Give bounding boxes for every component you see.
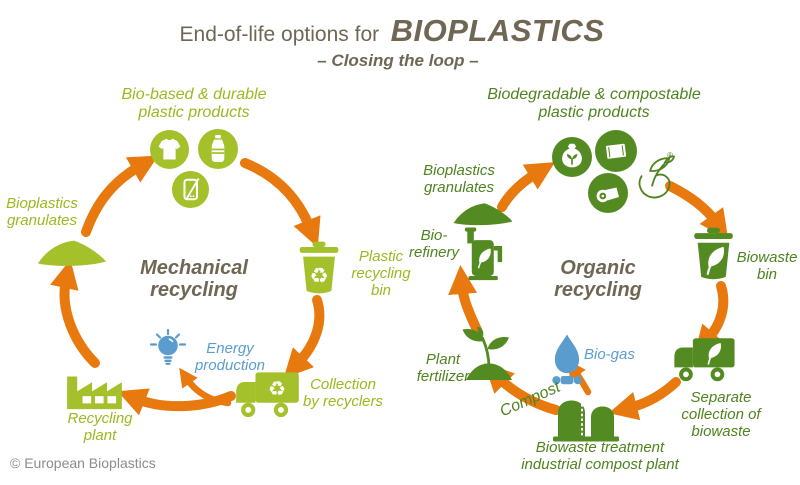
arrow-plant-to-biogas <box>567 359 592 396</box>
subtitle: – Closing the loop – <box>317 51 479 70</box>
compost-plant-label: Biowaste treatment industrial compost pl… <box>521 439 679 473</box>
leaf-glyph <box>706 246 725 275</box>
recycling-bin-icon: ♻ <box>299 241 339 294</box>
arrow-bin-to-truck-right <box>694 281 729 355</box>
smartphone-icon <box>172 171 209 208</box>
arrow-bin-to-truck-left <box>283 295 325 379</box>
leaf-glyph <box>477 248 491 269</box>
packaging-film-icon <box>595 130 637 172</box>
biowaste-bin-label: Biowaste bin <box>736 249 798 283</box>
mechanical-center-label: Mechanical recycling <box>140 257 248 302</box>
arrow-plant-to-granulates-left <box>50 259 100 368</box>
granulates-label-left: Bioplastics granulates <box>6 195 78 229</box>
biogas-flame-icon <box>552 334 582 385</box>
collection-label-right: Separate collection of biowaste <box>681 389 761 440</box>
recycle-symbol: ♻ <box>268 376 286 400</box>
waste-bag-icon <box>552 137 592 177</box>
seedling-compostable-logo-icon <box>638 155 675 199</box>
biorefinery-icon <box>464 227 503 281</box>
plant-fertilizer-label: Plant fertilizer <box>416 351 470 385</box>
granulates-label-right: Bioplastics granulates <box>423 162 495 196</box>
arrow-products-to-bin-left <box>240 158 321 248</box>
arrow-granulates-to-products-right <box>497 162 556 212</box>
organic-center-label: Organic recycling <box>554 257 642 302</box>
biogas-label: Bio-gas <box>584 346 635 363</box>
arrow-compost-to-fertilizer <box>484 363 561 415</box>
title-main: BIOPLASTICS <box>390 13 605 48</box>
energy-label: Energy production <box>194 340 266 374</box>
energy-bulb-icon <box>149 328 187 365</box>
arrow-truck-to-energy <box>179 367 232 407</box>
arrow-products-to-bin-right <box>665 181 729 240</box>
granulates-pile-icon <box>453 203 513 226</box>
biowaste-truck-icon <box>674 338 735 382</box>
registered-mark: ® <box>667 151 673 160</box>
page-title: End-of-life options for BIOPLASTICS <box>0 13 784 49</box>
recycle-symbol: ♻ <box>309 264 328 289</box>
t-shirt-icon <box>150 130 189 169</box>
recycling-plant-label: Recycling plant <box>67 410 133 444</box>
arrow-granulates-to-products-left <box>81 155 159 237</box>
plastic-bin-label: Plastic recycling bin <box>351 248 411 299</box>
arrow-truck-to-compost-plant <box>608 377 681 421</box>
collection-label-left: Collection by recyclers <box>302 376 384 410</box>
plant-fertilizer-icon <box>462 326 512 380</box>
biorefinery-label: Bio-refinery <box>408 227 460 261</box>
granulates-pile-icon <box>37 240 107 266</box>
title-prefix: End-of-life options for <box>179 23 380 46</box>
recycling-plant-icon <box>67 376 122 410</box>
biowaste-bin-icon <box>694 227 733 280</box>
organic-heading: Biodegradable & compostable plastic prod… <box>487 86 701 121</box>
arrow-fertilizer-to-refinery <box>448 265 482 335</box>
copyright-text: © European Bioplastics <box>10 455 156 471</box>
mechanical-heading: Bio-based & durable plastic products <box>121 86 267 121</box>
film-roll-icon <box>588 173 628 213</box>
leaf-glyph <box>707 342 722 365</box>
plastic-bottle-icon <box>198 129 238 169</box>
compost-plant-tanks-icon <box>553 400 619 442</box>
collection-truck-icon: ♻ <box>236 372 299 418</box>
